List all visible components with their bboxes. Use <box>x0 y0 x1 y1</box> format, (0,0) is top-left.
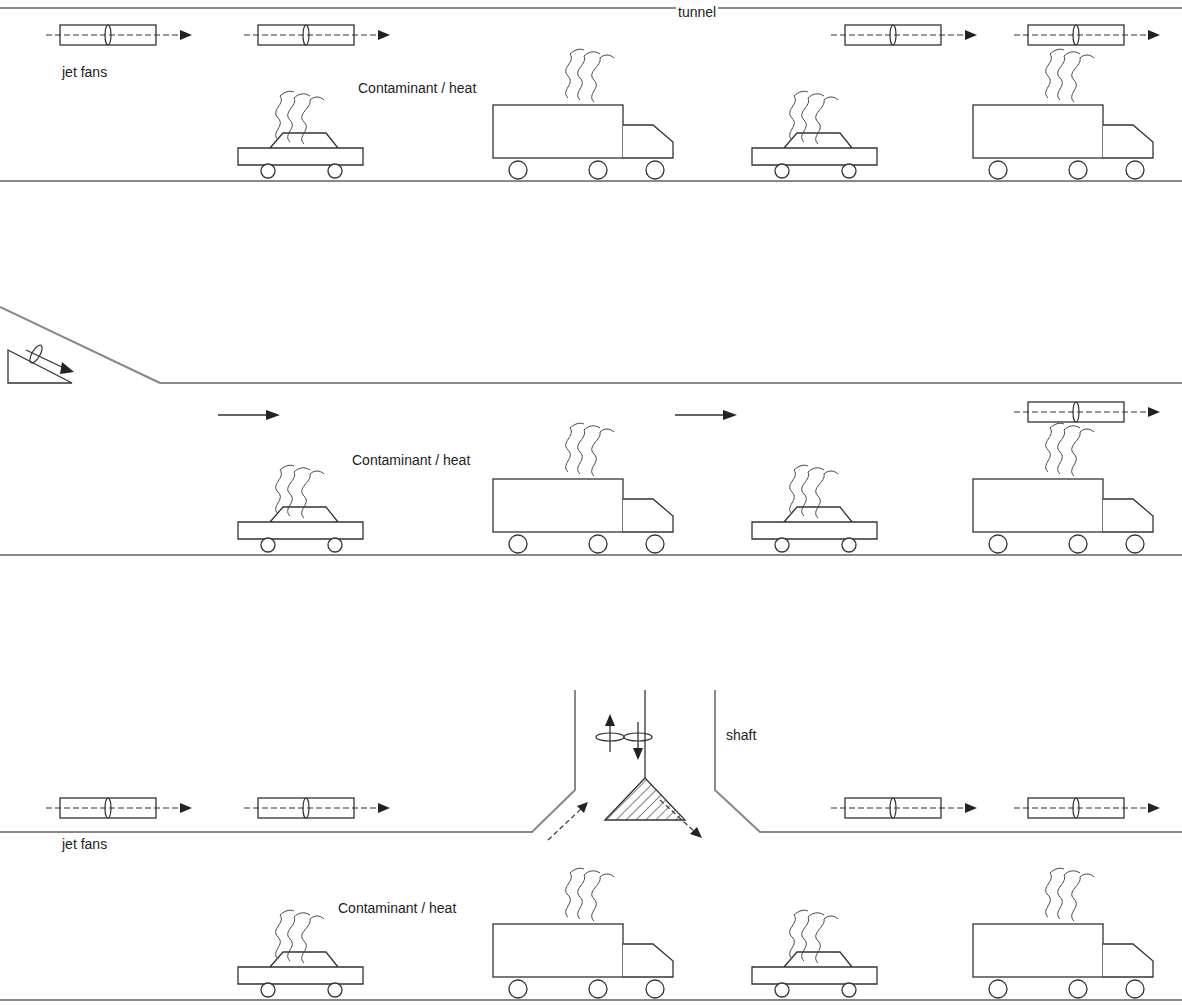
contaminant-label: Contaminant / heat <box>356 80 478 96</box>
jet-fans-label: jet fans <box>60 64 109 80</box>
contaminant-label: Contaminant / heat <box>350 452 472 468</box>
shaft-label: shaft <box>724 727 758 743</box>
jet-fans-label: jet fans <box>60 836 109 852</box>
tunnel-label: tunnel <box>676 4 718 20</box>
contaminant-label: Contaminant / heat <box>336 900 458 916</box>
